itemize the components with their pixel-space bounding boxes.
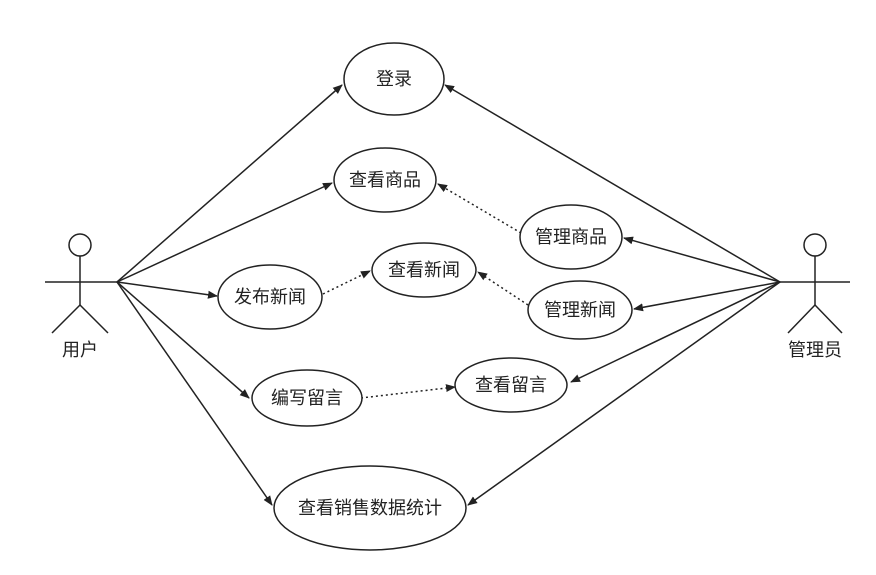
user-leg-right: [79, 304, 109, 334]
use-case-view-news[interactable]: 查看新闻: [371, 242, 477, 298]
use-case-view-news-label: 查看新闻: [388, 260, 460, 281]
user-associations: [116, 84, 343, 506]
use-case-login-label: 登录: [376, 69, 412, 90]
assoc-admin-manage-products: [623, 236, 781, 283]
dep-manage-news-view-news: [477, 271, 529, 306]
assoc-user-publish-news: [116, 281, 218, 299]
assoc-user-view-products: [116, 182, 333, 283]
use-case-manage-news[interactable]: 管理新闻: [527, 280, 633, 340]
use-case-manage-products[interactable]: 管理商品: [519, 204, 623, 270]
dep-publish-news-view-news: [322, 270, 371, 295]
dep-manage-products-view-products: [437, 183, 522, 234]
use-case-manage-news-label: 管理新闻: [544, 300, 616, 321]
assoc-user-login: [116, 84, 343, 283]
assoc-admin-view-sales-stats: [467, 281, 781, 506]
admin-head: [803, 233, 827, 257]
use-case-publish-news-label: 发布新闻: [234, 287, 306, 308]
use-case-write-message[interactable]: 编写留言: [251, 369, 363, 427]
user-actor: 用户: [45, 233, 117, 361]
user-leg-left: [51, 304, 81, 334]
assoc-admin-manage-news: [633, 281, 781, 312]
assoc-user-write-message: [116, 281, 250, 399]
use-case-view-message[interactable]: 查看留言: [454, 357, 568, 413]
use-case-manage-products-label: 管理商品: [535, 227, 607, 248]
use-case-login[interactable]: 登录: [343, 42, 445, 116]
admin-label: 管理员: [788, 340, 842, 361]
admin-actor: 管理员: [780, 233, 850, 361]
admin-leg-right: [814, 304, 843, 334]
admin-leg-left: [787, 304, 816, 334]
use-case-write-message-label: 编写留言: [271, 388, 343, 409]
assoc-admin-login: [444, 84, 781, 283]
dep-write-message-view-message: [360, 384, 456, 399]
assoc-admin-view-message: [570, 281, 781, 383]
user-label: 用户: [62, 340, 98, 361]
use-case-view-products[interactable]: 查看商品: [333, 147, 437, 213]
use-case-view-sales-stats-label: 查看销售数据统计: [298, 498, 442, 519]
admin-associations: [444, 84, 781, 506]
use-case-view-products-label: 查看商品: [349, 170, 421, 191]
use-case-view-sales-stats[interactable]: 查看销售数据统计: [273, 465, 467, 551]
assoc-user-view-sales-stats: [116, 281, 273, 506]
dependencies: [322, 183, 529, 399]
user-head: [68, 233, 92, 257]
use-case-publish-news[interactable]: 发布新闻: [217, 264, 323, 330]
use-case-view-message-label: 查看留言: [475, 375, 547, 396]
